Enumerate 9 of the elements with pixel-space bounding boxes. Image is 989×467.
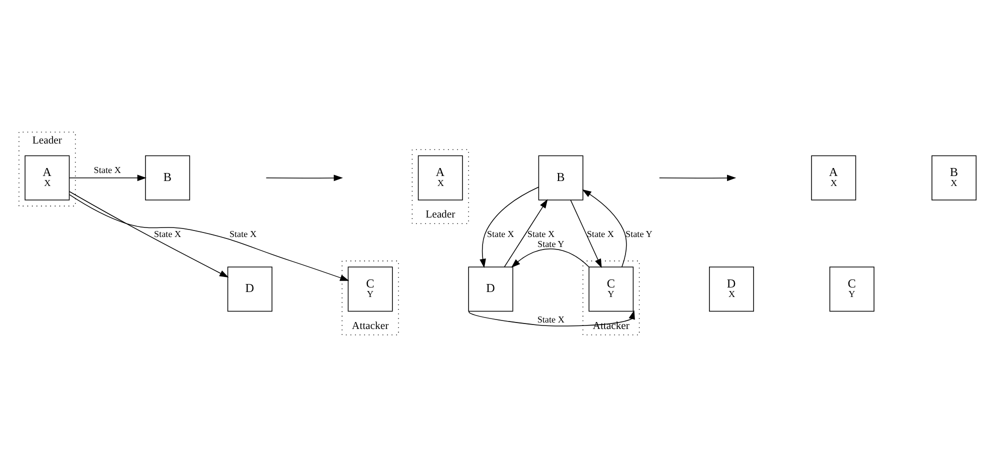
edge-label: State X [94, 164, 121, 175]
edge-label: State X [537, 314, 564, 324]
edge-label: State X [586, 229, 614, 240]
edge-label: State X [229, 229, 257, 240]
edge-label: State X [527, 229, 555, 240]
edge-label: State Y [626, 229, 652, 240]
edge-label: State X [154, 229, 182, 240]
edge-label: State X [487, 229, 514, 240]
edge-label: State Y [538, 238, 564, 249]
